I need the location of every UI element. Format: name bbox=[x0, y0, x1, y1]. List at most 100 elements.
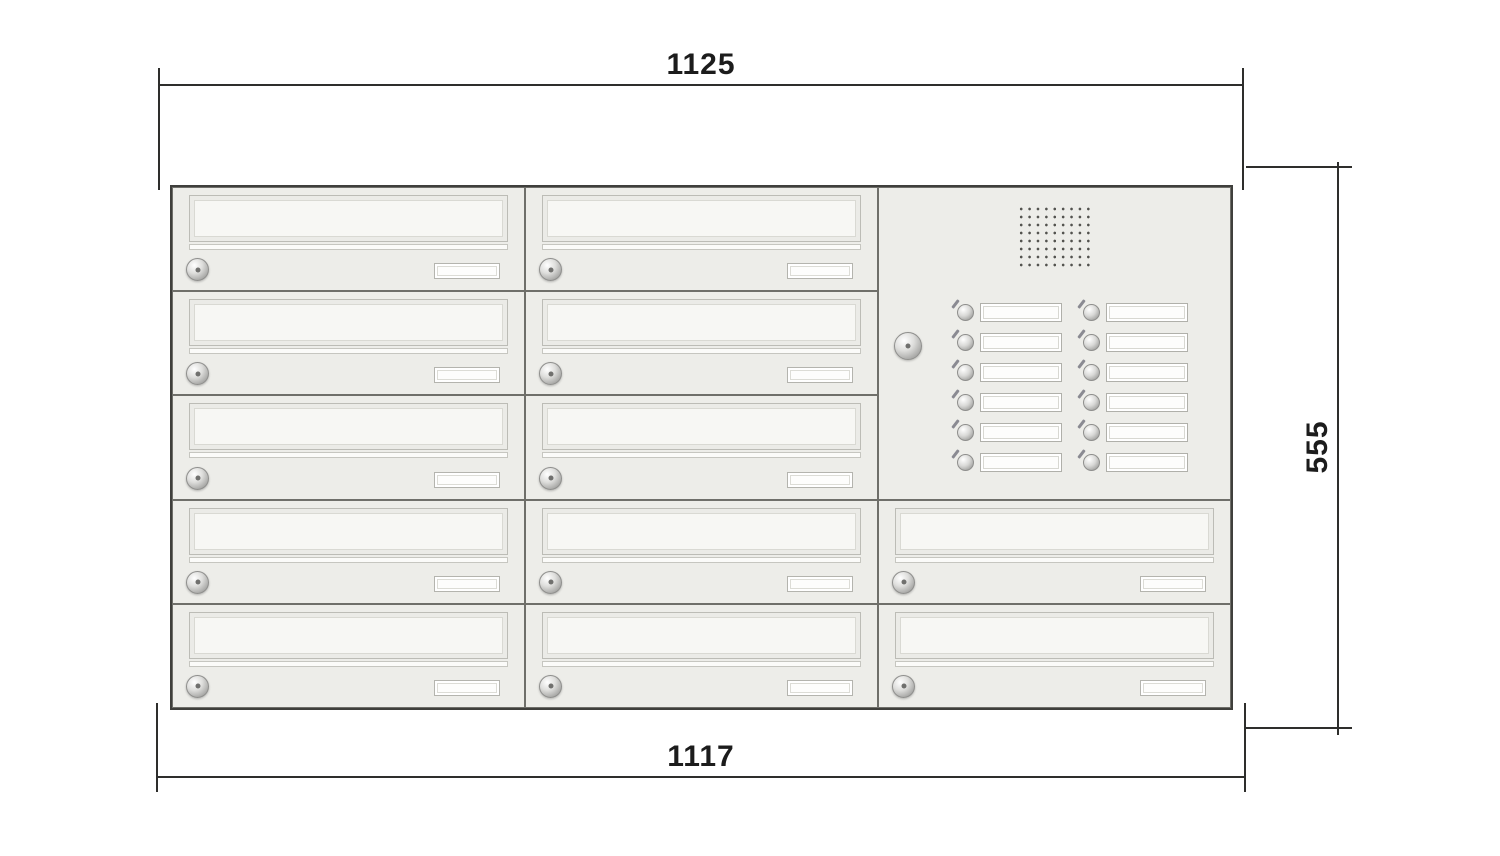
mailbox-lock-icon bbox=[539, 674, 562, 698]
intercom-panel bbox=[878, 187, 1231, 500]
bell-button-icon bbox=[957, 303, 974, 321]
bell-button-item bbox=[1083, 422, 1188, 442]
mailbox bbox=[525, 187, 878, 292]
mailbox bbox=[172, 603, 525, 708]
mailbox-lock-icon bbox=[186, 362, 209, 386]
mailbox-slot bbox=[895, 660, 1214, 667]
mailbox-slot bbox=[542, 348, 861, 355]
dimension-line bbox=[156, 776, 1246, 778]
mailbox-nameplate bbox=[787, 575, 853, 592]
mailbox-nameplate bbox=[787, 471, 853, 488]
bell-nameplate bbox=[980, 362, 1062, 382]
mailbox bbox=[525, 395, 878, 500]
bell-button-icon bbox=[957, 453, 974, 471]
bell-button-item bbox=[957, 452, 1062, 472]
mailbox-lock-icon bbox=[186, 466, 209, 490]
mailbox-flap bbox=[895, 507, 1214, 555]
bell-button-icon bbox=[1083, 453, 1100, 471]
mailbox bbox=[172, 395, 525, 500]
mailbox bbox=[878, 603, 1231, 708]
bell-nameplate bbox=[1106, 362, 1188, 382]
mailbox bbox=[172, 499, 525, 604]
mailbox-slot bbox=[189, 348, 508, 355]
mailbox-nameplate bbox=[434, 263, 500, 280]
bell-button-icon bbox=[1083, 423, 1100, 441]
mailbox-lock-icon bbox=[539, 570, 562, 594]
mailbox-nameplate bbox=[787, 679, 853, 696]
dimension-label-right: 555 bbox=[1301, 420, 1334, 474]
mailbox-nameplate bbox=[1140, 679, 1206, 696]
mailbox-flap bbox=[895, 611, 1214, 659]
bell-button-item bbox=[1083, 362, 1188, 382]
mailbox-flap bbox=[542, 195, 861, 242]
bell-nameplate bbox=[1106, 452, 1188, 472]
speaker-grille-icon bbox=[1016, 205, 1093, 269]
mailbox-lock-icon bbox=[539, 362, 562, 386]
mailbox-flap bbox=[189, 507, 508, 555]
dimension-label-top: 1125 bbox=[666, 48, 736, 81]
bell-nameplate bbox=[980, 392, 1062, 412]
mailbox-slot bbox=[895, 556, 1214, 563]
bell-nameplate bbox=[1106, 332, 1188, 352]
extension-line bbox=[1246, 166, 1352, 168]
extension-line bbox=[158, 68, 160, 190]
extension-line bbox=[1246, 727, 1352, 729]
bell-nameplate bbox=[1106, 422, 1188, 442]
mailbox bbox=[878, 499, 1231, 604]
mailbox-nameplate bbox=[434, 367, 500, 384]
mailbox-flap bbox=[189, 195, 508, 242]
bell-nameplate bbox=[980, 332, 1062, 352]
mailbox-flap bbox=[542, 611, 861, 659]
bell-button-icon bbox=[1083, 303, 1100, 321]
dimension-line bbox=[158, 84, 1244, 86]
mailbox-lock-icon bbox=[539, 258, 562, 282]
bell-nameplate bbox=[1106, 302, 1188, 322]
mailbox-lock-icon bbox=[892, 570, 915, 594]
mailbox-slot bbox=[542, 660, 861, 667]
bell-button-item bbox=[957, 362, 1062, 382]
mailbox-slot bbox=[542, 244, 861, 250]
bell-button-icon bbox=[957, 363, 974, 381]
bell-button-item bbox=[1083, 302, 1188, 322]
bell-button-item bbox=[1083, 392, 1188, 412]
mailbox-lock-icon bbox=[539, 466, 562, 490]
bell-button-item bbox=[1083, 452, 1188, 472]
bell-nameplate bbox=[980, 302, 1062, 322]
bell-button-item bbox=[957, 332, 1062, 352]
mailbox-flap bbox=[189, 611, 508, 659]
mailbox-flap bbox=[542, 403, 861, 451]
bell-button-icon bbox=[1083, 333, 1100, 351]
mailbox-slot bbox=[542, 452, 861, 459]
mailbox-lock-icon bbox=[186, 258, 209, 282]
mailbox-nameplate bbox=[787, 367, 853, 384]
bell-nameplate bbox=[980, 422, 1062, 442]
mailbox-nameplate bbox=[1140, 575, 1206, 592]
mailbox-slot bbox=[189, 660, 508, 667]
mailbox bbox=[172, 291, 525, 396]
bell-button-item bbox=[957, 302, 1062, 322]
mailbox-nameplate bbox=[434, 575, 500, 592]
mailbox-flap bbox=[542, 299, 861, 347]
bell-button-item bbox=[957, 422, 1062, 442]
bell-button-icon bbox=[957, 423, 974, 441]
mailbox-slot bbox=[189, 452, 508, 459]
intercom-lock-icon bbox=[894, 332, 922, 360]
extension-line bbox=[1244, 703, 1246, 792]
extension-line bbox=[1242, 68, 1244, 190]
mailbox bbox=[525, 499, 878, 604]
dimension-line bbox=[1337, 162, 1339, 735]
mailbox-flap bbox=[189, 299, 508, 347]
dimension-label-bottom: 1117 bbox=[667, 740, 735, 773]
mailbox-flap bbox=[542, 507, 861, 555]
bell-button-item bbox=[957, 392, 1062, 412]
extension-line bbox=[156, 703, 158, 792]
bell-grid bbox=[879, 188, 1230, 499]
bell-button-icon bbox=[1083, 393, 1100, 411]
mailbox-nameplate bbox=[434, 471, 500, 488]
mailbox-grid bbox=[172, 187, 1231, 708]
mailbox-lock-icon bbox=[186, 674, 209, 698]
mailbox-lock-icon bbox=[186, 570, 209, 594]
mailbox bbox=[525, 603, 878, 708]
mailbox-slot bbox=[542, 556, 861, 563]
